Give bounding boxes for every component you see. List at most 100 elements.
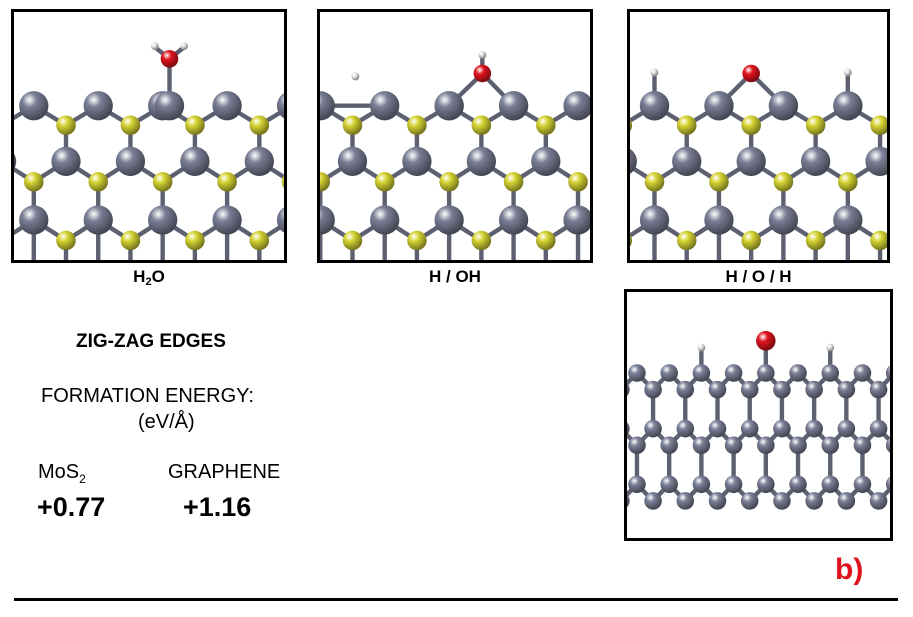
c-atom bbox=[885, 365, 890, 381]
c-atom bbox=[805, 419, 823, 438]
h-atom bbox=[826, 343, 835, 352]
s-atom bbox=[407, 230, 427, 251]
s-atom bbox=[741, 115, 761, 136]
c-atom bbox=[692, 364, 711, 382]
c-atom bbox=[773, 380, 791, 399]
c-atom bbox=[740, 419, 759, 438]
mo-atom bbox=[14, 153, 17, 170]
c-atom bbox=[837, 380, 856, 399]
s-atom bbox=[217, 172, 237, 192]
graphene-structure bbox=[627, 331, 890, 510]
mo-atom bbox=[736, 146, 766, 177]
c-atom bbox=[708, 492, 727, 510]
s-atom bbox=[773, 172, 794, 192]
c-atom bbox=[660, 364, 678, 382]
s-atom bbox=[471, 115, 492, 136]
o-atom bbox=[756, 331, 776, 351]
c-atom bbox=[644, 492, 662, 510]
mo-atom bbox=[639, 91, 670, 121]
graphene-label: GRAPHENE bbox=[168, 461, 281, 483]
s-atom bbox=[503, 172, 524, 192]
s-atom bbox=[805, 115, 826, 136]
c-atom bbox=[627, 494, 630, 508]
s-atom bbox=[152, 172, 173, 192]
bottom-rule bbox=[14, 598, 898, 601]
s-atom bbox=[342, 115, 363, 136]
mo-atom bbox=[370, 91, 400, 121]
c-atom bbox=[628, 364, 646, 382]
c-atom bbox=[869, 419, 888, 438]
s-atom bbox=[249, 230, 270, 251]
s-atom bbox=[88, 172, 108, 192]
mo-atom bbox=[466, 146, 497, 177]
s-atom bbox=[249, 115, 270, 136]
mo-atom bbox=[148, 205, 178, 235]
mos2-value: +0.77 bbox=[37, 492, 106, 522]
mo-atom bbox=[498, 205, 529, 235]
c-atom bbox=[885, 437, 890, 453]
mo-atom bbox=[212, 91, 242, 121]
s-atom bbox=[630, 234, 633, 247]
s-atom bbox=[374, 172, 395, 192]
h-atom bbox=[697, 343, 706, 352]
h-atom bbox=[843, 68, 852, 77]
panel-graphene bbox=[624, 289, 893, 541]
s-atom bbox=[676, 115, 697, 136]
mo-atom bbox=[115, 146, 146, 177]
c-atom bbox=[821, 436, 840, 455]
mo-atom bbox=[83, 91, 113, 121]
c-atom bbox=[740, 492, 759, 510]
mos2-structure-h2o bbox=[14, 42, 284, 260]
caption-h-o-h: H / O / H bbox=[725, 267, 792, 286]
c-atom bbox=[789, 436, 807, 455]
mo-atom bbox=[531, 146, 561, 177]
c-atom bbox=[676, 492, 695, 510]
h-atom bbox=[351, 72, 360, 81]
mo-atom bbox=[19, 205, 49, 235]
panel-h2o bbox=[11, 9, 287, 263]
mo-atom bbox=[370, 205, 400, 235]
c-atom bbox=[724, 475, 743, 494]
o-atom bbox=[742, 64, 760, 83]
s-atom bbox=[471, 230, 492, 251]
panel-h-oh bbox=[317, 9, 593, 263]
h-atom bbox=[478, 51, 487, 59]
mos2-structure-h-oh bbox=[320, 51, 590, 260]
c-atom bbox=[708, 380, 727, 399]
c-atom bbox=[676, 419, 695, 438]
c-atom bbox=[627, 383, 630, 396]
s-atom bbox=[536, 115, 556, 136]
c-atom bbox=[644, 419, 662, 438]
mo-atom bbox=[434, 205, 464, 235]
c-atom bbox=[757, 475, 775, 494]
o-atom bbox=[473, 64, 492, 83]
c-atom bbox=[773, 419, 791, 438]
c-atom bbox=[660, 475, 678, 494]
s-atom bbox=[185, 230, 205, 251]
c-atom bbox=[821, 475, 840, 494]
mo-atom bbox=[402, 146, 432, 177]
c-atom bbox=[837, 419, 856, 438]
s-atom bbox=[56, 230, 76, 251]
mo-atom bbox=[51, 146, 81, 177]
c-atom bbox=[627, 422, 630, 435]
formation-energy-label: FORMATION ENERGY: bbox=[41, 385, 254, 407]
c-atom bbox=[628, 475, 646, 494]
s-atom bbox=[838, 172, 858, 192]
s-atom bbox=[439, 172, 459, 192]
c-atom bbox=[869, 492, 888, 510]
s-atom bbox=[805, 230, 826, 251]
h-atom bbox=[650, 68, 659, 77]
c-atom bbox=[740, 380, 759, 399]
c-atom bbox=[853, 436, 872, 455]
formation-energy-unit: (eV/Å) bbox=[138, 411, 195, 433]
mo-atom bbox=[320, 205, 335, 235]
s-atom bbox=[120, 230, 141, 251]
mo-atom bbox=[337, 146, 368, 177]
mo-atom bbox=[498, 91, 529, 121]
s-atom bbox=[56, 115, 76, 136]
mo-atom bbox=[276, 207, 284, 233]
s-atom bbox=[630, 119, 633, 132]
mo-atom bbox=[672, 146, 702, 177]
mo-atom bbox=[865, 146, 887, 177]
